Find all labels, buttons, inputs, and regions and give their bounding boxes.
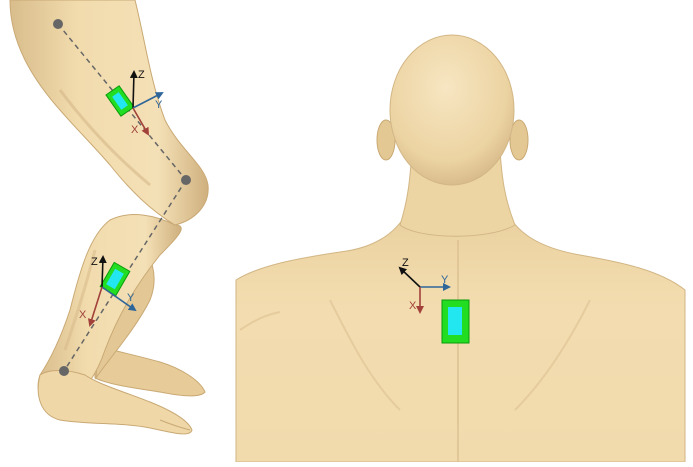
shank-axis-x-label: X <box>79 309 87 321</box>
thigh-axis-z-label: Z <box>138 69 145 81</box>
back-axis-x-label: X <box>409 300 417 312</box>
shank-axis-z <box>102 257 103 287</box>
shank-axis-z-label: Z <box>91 256 98 268</box>
hip-joint <box>53 19 63 29</box>
leg-view: Z Y X Z Y X <box>10 0 208 434</box>
back-view: Z Y X <box>236 35 685 462</box>
thigh-axis-x-label: X <box>131 124 139 136</box>
knee-joint <box>181 175 191 185</box>
thigh-axis-z <box>133 72 134 108</box>
back-axis-z-label: Z <box>402 257 409 269</box>
back-axis-y-label: Y <box>441 274 449 286</box>
head <box>390 35 514 185</box>
shank-axis-y-label: Y <box>127 292 135 304</box>
ankle-joint <box>59 366 69 376</box>
back-sensor-core <box>448 307 462 335</box>
thigh-axis-y-label: Y <box>155 99 163 111</box>
